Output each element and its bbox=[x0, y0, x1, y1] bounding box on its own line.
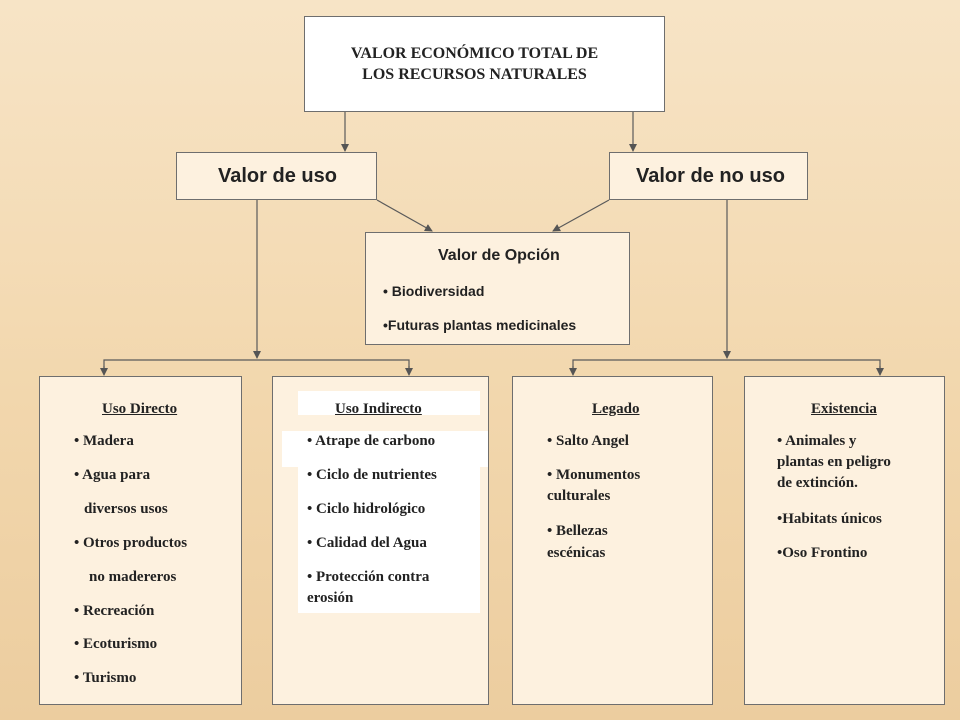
total-value-line1: VALOR ECONÓMICO TOTAL DE bbox=[350, 45, 599, 62]
total-value-box: VALOR ECONÓMICO TOTAL DE LOS RECURSOS NA… bbox=[304, 16, 665, 112]
option-value-title: Valor de Opción bbox=[438, 247, 560, 264]
list-item: • Ciclo hidrológico bbox=[307, 501, 426, 517]
direct-use-title: Uso Directo bbox=[102, 401, 178, 417]
title-highlight bbox=[298, 391, 480, 415]
list-item: • Ecoturismo bbox=[74, 636, 158, 652]
arrow-no-uso-to-opcion bbox=[552, 199, 610, 232]
list-item: culturales bbox=[547, 488, 611, 504]
list-item: diversos usos bbox=[84, 501, 168, 517]
list-item: • Protección contra bbox=[307, 569, 430, 585]
list-item: • Animales y bbox=[777, 433, 857, 449]
list-item: • Recreación bbox=[74, 603, 155, 619]
list-item: • Biodiversidad bbox=[383, 283, 485, 299]
list-item: erosión bbox=[307, 590, 354, 606]
list-item: •Futuras plantas medicinales bbox=[383, 317, 577, 333]
list-item: • Monumentos bbox=[547, 467, 641, 483]
list-item: • Calidad del Agua bbox=[307, 535, 427, 551]
list-item: plantas en peligro bbox=[777, 454, 891, 470]
list-item: de extinción. bbox=[777, 475, 858, 491]
legacy-title: Legado bbox=[592, 401, 640, 417]
list-item: • Otros productos bbox=[74, 535, 188, 551]
arrow-uso-to-opcion bbox=[376, 199, 433, 232]
list-item: •Habitats únicos bbox=[777, 511, 882, 527]
bracket-no-uso bbox=[572, 359, 881, 372]
non-use-value-box: Valor de no uso bbox=[609, 152, 808, 200]
use-value-label: Valor de uso bbox=[218, 164, 337, 187]
direct-use-box: Uso Directo • Madera • Agua para diverso… bbox=[39, 376, 242, 705]
bracket-uso bbox=[103, 359, 410, 372]
list-item: • Ciclo de nutrientes bbox=[307, 467, 437, 483]
existence-box: Existencia • Animales y plantas en pelig… bbox=[744, 376, 945, 705]
item-highlight bbox=[282, 431, 488, 467]
list-item: • Bellezas bbox=[547, 523, 608, 539]
list-item: •Oso Frontino bbox=[777, 545, 868, 561]
option-value-box: Valor de Opción • Biodiversidad •Futuras… bbox=[365, 232, 630, 345]
total-value-line2: LOS RECURSOS NATURALES bbox=[362, 66, 587, 83]
existence-title: Existencia bbox=[811, 401, 877, 417]
list-item: • Atrape de carbono bbox=[307, 433, 436, 449]
list-item: no madereros bbox=[89, 569, 177, 585]
items-highlight bbox=[298, 467, 480, 613]
list-item: • Turismo bbox=[74, 670, 137, 686]
list-item: • Salto Angel bbox=[547, 433, 629, 449]
non-use-value-label: Valor de no uso bbox=[636, 164, 785, 187]
legacy-box: Legado • Salto Angel • Monumentos cultur… bbox=[512, 376, 713, 705]
use-value-box: Valor de uso bbox=[176, 152, 377, 200]
list-item: • Madera bbox=[74, 433, 134, 449]
indirect-use-box: Uso Indirecto • Atrape de carbono • Cicl… bbox=[272, 376, 489, 705]
list-item: • Agua para bbox=[74, 467, 151, 483]
indirect-use-title: Uso Indirecto bbox=[335, 401, 422, 417]
list-item: escénicas bbox=[547, 545, 606, 561]
